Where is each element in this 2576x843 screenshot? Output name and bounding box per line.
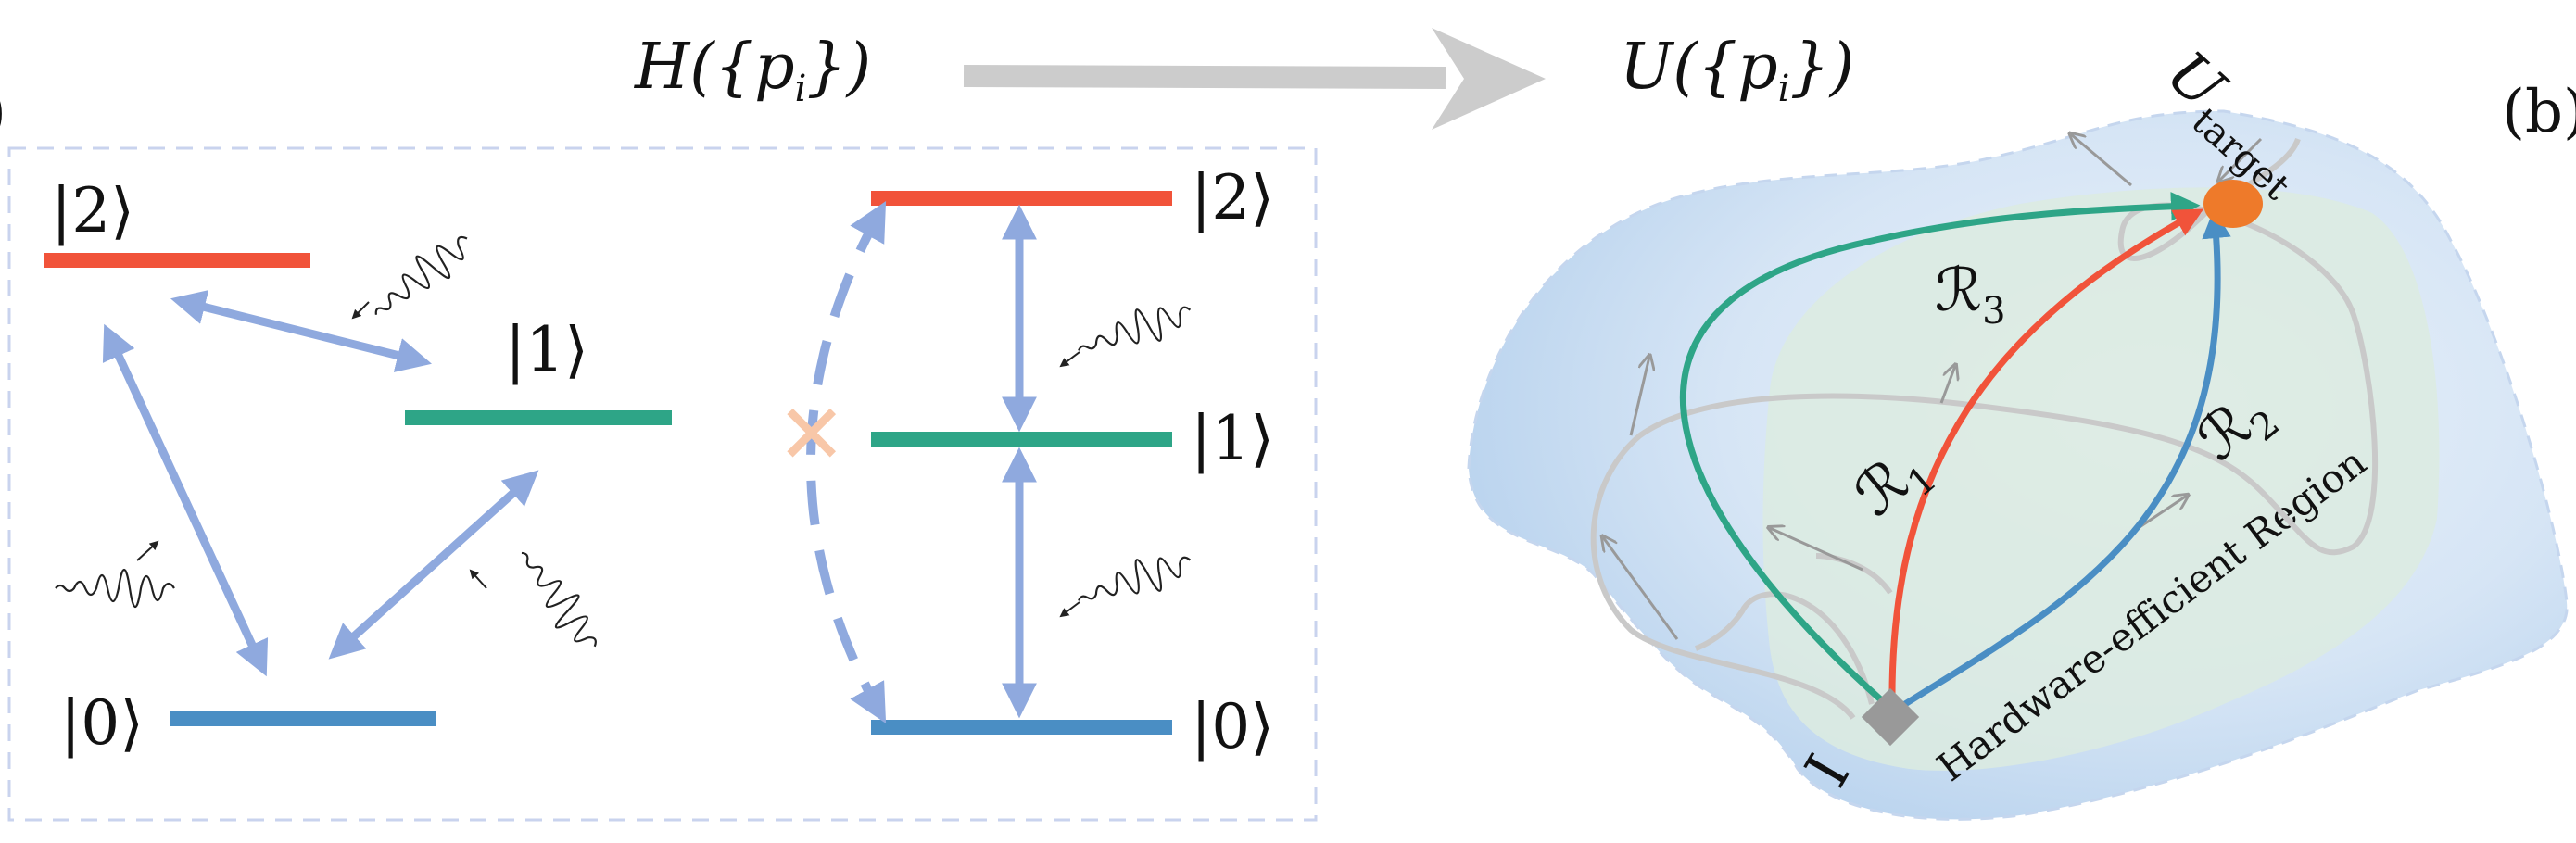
photon-wave-icon-2 — [55, 540, 175, 609]
identity-marker — [1861, 687, 1920, 747]
photon-wave-icon-5 — [1059, 556, 1192, 618]
panel-a-label: ) — [0, 78, 6, 146]
panel-b-label: (b) — [2502, 78, 2576, 146]
route-3-path — [1679, 192, 2201, 707]
route-2-path — [1896, 208, 2231, 711]
photon-wave-icon-3 — [469, 551, 597, 648]
hamiltonian-label: H({pi}) — [633, 31, 871, 110]
right-ket-0: |0⟩ — [1191, 691, 1274, 762]
forbidden-cross-icon: ✕ — [777, 386, 846, 484]
photon-wave-icon-4 — [1059, 306, 1192, 368]
transition-arrow-1-0 — [328, 470, 539, 660]
transition-arrow-2-1 — [170, 290, 433, 372]
photon-wave-icon-1 — [351, 235, 468, 320]
route-1-path — [1888, 208, 2204, 705]
transition-arrow-2-0 — [102, 323, 269, 677]
panel-a-frame — [7, 146, 1318, 822]
panel-b: (b) Hardware-efficient Region I — [1467, 39, 2576, 821]
left-level-scheme: |2⟩ |1⟩ |0⟩ — [44, 175, 672, 759]
target-marker — [2203, 180, 2263, 228]
unitary-label: U({pi}) — [1620, 31, 1854, 110]
right-ket-2: |2⟩ — [1191, 162, 1274, 233]
panel-a: ) |2⟩ |1⟩ |0⟩ — [0, 78, 1318, 822]
mapping: H({pi}) U({pi}) — [633, 28, 1854, 130]
route-3-label: ℛ3 — [1935, 257, 2006, 333]
hardware-efficient-region — [1762, 187, 2440, 771]
mapping-arrow-shaft — [963, 65, 1446, 89]
forbidden-transition-arrow — [806, 200, 887, 724]
gray-exploration-paths — [1590, 137, 2379, 720]
right-ket-1: |1⟩ — [1191, 403, 1274, 474]
left-ket-2: |2⟩ — [51, 175, 134, 246]
left-ket-1: |1⟩ — [505, 314, 588, 385]
left-ket-0: |0⟩ — [60, 687, 144, 759]
right-level-scheme: |2⟩ |1⟩ |0⟩ ✕ — [777, 162, 1274, 762]
mapping-arrow-head-icon — [1432, 28, 1546, 130]
